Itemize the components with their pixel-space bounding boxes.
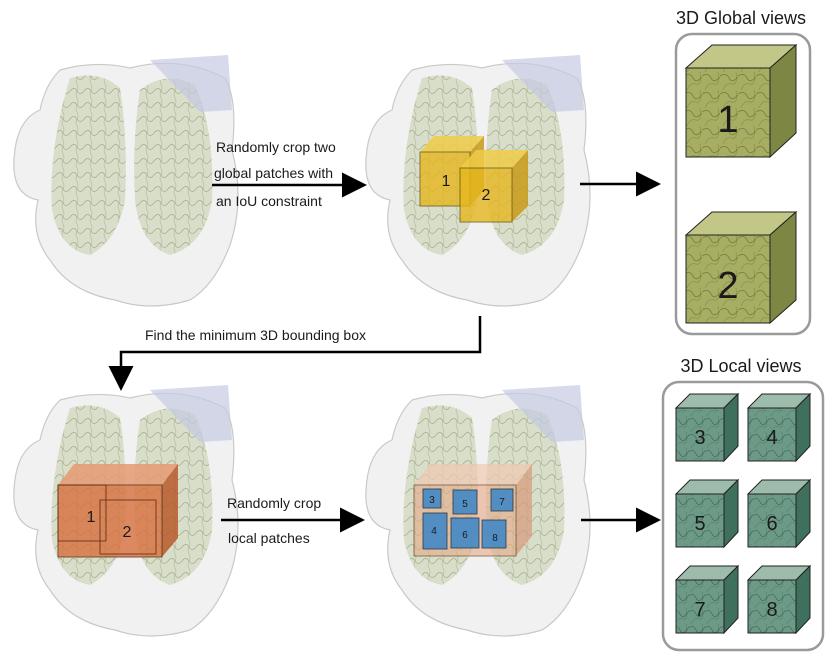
global-cube-label-1: 1	[717, 99, 738, 141]
global-patch-label-1: 1	[442, 173, 451, 190]
local-patch-label-4: 4	[431, 526, 437, 537]
bounding-box: 1 2	[57, 464, 178, 558]
local-patch-label-5: 5	[462, 499, 468, 510]
local-patch-label-3: 3	[429, 495, 435, 506]
global-view-cube-1: 1	[684, 43, 798, 159]
global-cube-label-2: 2	[717, 265, 738, 307]
step2-arrow	[108, 316, 482, 391]
step1-caption-line1: Randomly crop two	[216, 139, 336, 155]
local-view-cube-6: 6	[746, 478, 812, 549]
local-patch-label-7: 7	[499, 497, 505, 508]
bbox-label-1: 1	[87, 509, 96, 526]
local-panel-title: 3D Local views	[680, 356, 801, 376]
local-view-cube-5: 5	[674, 478, 740, 549]
local-cube-label-4: 4	[766, 427, 777, 449]
ct-volume-original	[13, 54, 239, 307]
global-patch-2: 2	[459, 150, 528, 223]
step1-caption-line3: an IoU constraint	[216, 193, 322, 209]
step1-caption-line2: global patches with	[214, 165, 333, 181]
local-view-cube-8: 8	[746, 564, 812, 635]
global-panel-title: 3D Global views	[676, 8, 806, 28]
local-cube-label-6: 6	[766, 513, 777, 535]
local-view-cube-3: 3	[674, 392, 740, 463]
local-patch-label-6: 6	[462, 530, 468, 541]
local-cube-label-3: 3	[694, 427, 705, 449]
bbox-label-2: 2	[123, 524, 132, 541]
local-patch-label-8: 8	[492, 533, 498, 544]
local-view-cube-4: 4	[746, 392, 812, 463]
global-view-cube-2: 2	[684, 210, 798, 325]
global-patch-label-2: 2	[482, 187, 491, 204]
step3-caption-line1: Randomly crop	[227, 495, 321, 511]
local-cube-label-5: 5	[694, 513, 705, 535]
local-view-cube-7: 7	[674, 564, 740, 635]
local-patches: 3 5 7 4 6 8	[422, 488, 514, 550]
step2-caption: Find the minimum 3D bounding box	[145, 327, 366, 343]
local-cube-label-8: 8	[766, 599, 777, 621]
local-cube-label-7: 7	[694, 599, 705, 621]
step3-caption-line2: local patches	[228, 530, 310, 546]
